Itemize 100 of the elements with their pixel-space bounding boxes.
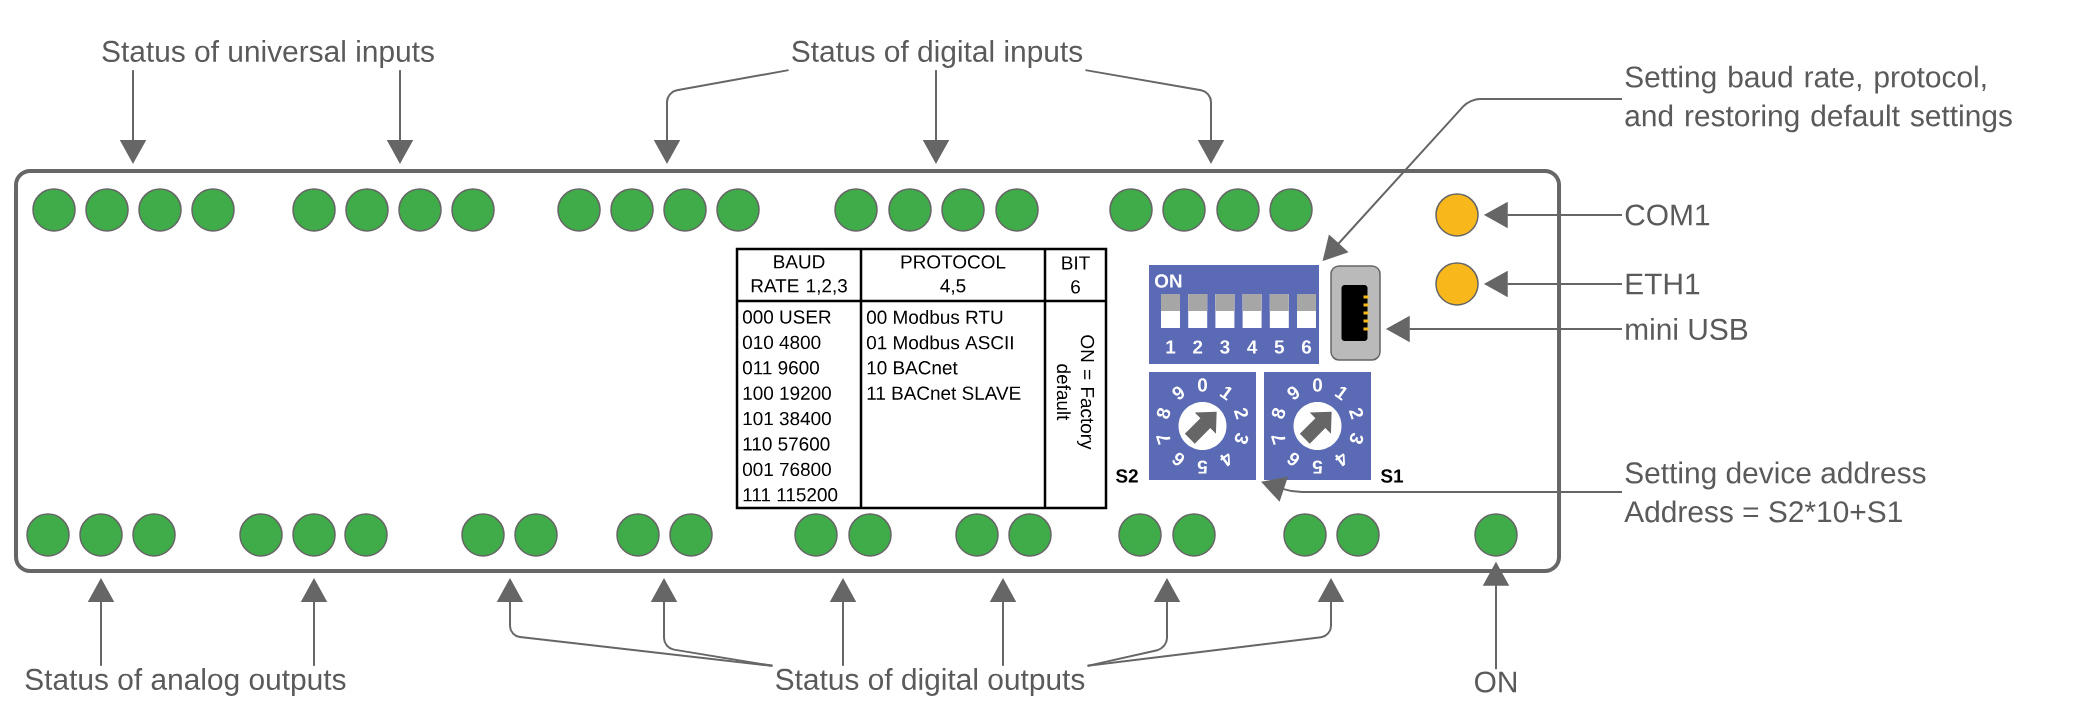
callout-text: Setting baud rate, protocol, and restoring default settings xyxy=(1625,65,2012,133)
dial-digit: 1 xyxy=(1219,386,1232,401)
status-led xyxy=(557,188,601,232)
status-led xyxy=(888,188,932,232)
status-led xyxy=(191,188,235,232)
status-led xyxy=(669,513,713,557)
status-led xyxy=(955,513,999,557)
status-led xyxy=(663,188,707,232)
dial-digit: 5 xyxy=(1312,460,1323,474)
dial-digit: 7 xyxy=(1155,435,1171,445)
status-led xyxy=(1269,188,1313,232)
switch-number: 6 xyxy=(1301,340,1312,354)
status-led xyxy=(239,513,283,557)
status-led xyxy=(398,188,442,232)
status-led xyxy=(610,188,654,232)
callout-text: Status of universal inputs xyxy=(102,40,434,68)
callout-text: Status of digital outputs xyxy=(776,668,1085,696)
callout-text: COM1 xyxy=(1625,204,1710,226)
dial-digit: 5 xyxy=(1197,460,1208,474)
status-led xyxy=(514,513,558,557)
switch-label: ON xyxy=(1155,274,1182,288)
dial-digit: 4 xyxy=(1220,453,1231,467)
switch-number: 1 xyxy=(1166,340,1176,354)
table-entry: 011 9600 xyxy=(742,361,819,375)
usb-port-drawing xyxy=(1330,265,1381,361)
table-header: PROTOCOL 4,5 xyxy=(901,255,1006,295)
table-entry: 010 4800 xyxy=(742,335,821,350)
table-entry: 110 57600 xyxy=(743,437,830,451)
table-entry: 000 USER xyxy=(742,310,831,324)
status-led xyxy=(1435,262,1479,306)
status-led xyxy=(451,188,495,232)
status-led xyxy=(138,188,182,232)
table-entry: 01 Modbus ASCII xyxy=(866,335,1013,350)
switch-number: 4 xyxy=(1247,340,1258,354)
dial-digit: 2 xyxy=(1233,408,1249,420)
dial-digit: 9 xyxy=(1172,386,1184,400)
rotary-switch xyxy=(1264,372,1371,480)
dial-digit: 2 xyxy=(1348,408,1364,420)
status-led xyxy=(461,513,505,557)
status-led xyxy=(79,513,123,557)
table-entry: 101 38400 xyxy=(743,411,831,426)
dial-digit: 0 xyxy=(1313,378,1322,392)
callout-text: ON xyxy=(1475,671,1516,693)
status-led xyxy=(716,188,760,232)
callout-text: ETH1 xyxy=(1626,273,1700,295)
switch-number: 2 xyxy=(1193,340,1203,354)
status-led xyxy=(26,513,70,557)
dial-digit: 9 xyxy=(1287,386,1299,400)
callout-text: Status of digital inputs xyxy=(792,40,1083,68)
dial-digit: 0 xyxy=(1198,378,1207,392)
table-entry: 111 115200 xyxy=(743,488,838,502)
status-led xyxy=(1336,513,1380,557)
dip-switch xyxy=(1149,265,1319,364)
status-led xyxy=(1162,188,1206,232)
table-entry: 11 BACnet SLAVE xyxy=(867,386,1021,400)
table-note: ON = Factory default xyxy=(1056,335,1095,450)
status-led xyxy=(292,513,336,557)
status-led xyxy=(848,513,892,557)
switch-number: 3 xyxy=(1220,340,1230,354)
callout-text: Setting device address Address = S2*10+S1 xyxy=(1624,461,1926,523)
dial-digit: 7 xyxy=(1270,435,1286,445)
dial-digit: 1 xyxy=(1334,386,1347,401)
table-entry: 00 Modbus RTU xyxy=(866,310,1003,324)
dial-digit: 4 xyxy=(1335,453,1346,467)
status-led xyxy=(1118,513,1162,557)
status-led xyxy=(941,188,985,232)
switch-name: S2 xyxy=(1116,469,1138,483)
status-led xyxy=(1172,513,1216,557)
status-led xyxy=(1474,513,1518,557)
status-led xyxy=(995,188,1039,232)
status-led xyxy=(292,188,336,232)
status-led xyxy=(1283,513,1327,557)
status-led xyxy=(345,188,389,232)
status-led xyxy=(1435,193,1479,237)
callout-text: mini USB xyxy=(1626,318,1748,340)
status-led xyxy=(794,513,838,557)
dial-digit: 8 xyxy=(1271,407,1286,419)
dial-digit: 6 xyxy=(1172,452,1185,466)
dial-digit: 3 xyxy=(1234,433,1249,444)
status-led xyxy=(1008,513,1052,557)
rotary-switch xyxy=(1149,372,1256,480)
table-header: BAUD RATE 1,2,3 xyxy=(751,255,847,295)
status-led xyxy=(32,188,76,232)
switch-number: 5 xyxy=(1274,340,1285,354)
table-entry: 001 76800 xyxy=(742,462,831,477)
status-led xyxy=(85,188,129,232)
status-led xyxy=(1216,188,1260,232)
arrow xyxy=(1261,476,1623,502)
dial-digit: 6 xyxy=(1287,452,1300,466)
callout-text: Status of analog outputs xyxy=(25,668,346,696)
status-led xyxy=(344,513,388,557)
switch-name: S1 xyxy=(1381,469,1404,483)
status-led xyxy=(834,188,878,232)
table-header: BIT 6 xyxy=(1062,256,1090,294)
dial-digit: 8 xyxy=(1156,407,1171,419)
table-entry: 10 BACnet xyxy=(867,361,958,375)
table-entry: 100 19200 xyxy=(743,386,831,400)
status-led xyxy=(1109,188,1153,232)
dial-digit: 3 xyxy=(1349,433,1364,444)
status-led xyxy=(616,513,660,557)
